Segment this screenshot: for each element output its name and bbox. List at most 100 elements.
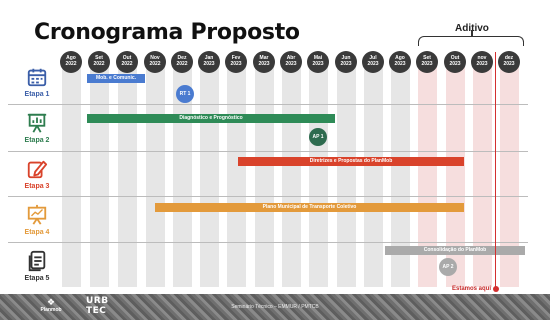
month-year: 2023 bbox=[258, 61, 270, 67]
month-column bbox=[337, 56, 356, 287]
month-name: Out bbox=[450, 55, 460, 61]
stage-3: Etapa 3 bbox=[12, 158, 62, 190]
month-name: Ago bbox=[66, 55, 76, 61]
month-column bbox=[309, 56, 328, 287]
month-name: Set bbox=[95, 55, 103, 61]
month-column bbox=[200, 56, 219, 287]
month-column-aditivo bbox=[418, 56, 437, 287]
month-column bbox=[62, 56, 81, 287]
month-year: 2023 bbox=[394, 61, 406, 67]
presentation-board-icon bbox=[27, 204, 47, 225]
month-year: 2022 bbox=[93, 61, 105, 67]
stage-label: Etapa 5 bbox=[24, 275, 50, 282]
aditivo-brace bbox=[418, 30, 524, 46]
month-column bbox=[146, 56, 165, 287]
stage-label: Etapa 1 bbox=[24, 91, 50, 98]
task-bar-plano-transporte: Plano Municipal de Transporte Coletivo bbox=[155, 203, 464, 212]
month-year: 2023 bbox=[340, 61, 352, 67]
stage-label: Etapa 3 bbox=[24, 183, 50, 190]
month-name: nov bbox=[477, 55, 487, 61]
calendar-icon bbox=[27, 68, 47, 87]
month-year: 2022 bbox=[65, 61, 77, 67]
month-column bbox=[364, 56, 383, 287]
month-name: Mar bbox=[259, 55, 269, 61]
month-name: Jan bbox=[204, 55, 214, 61]
month-name: dez bbox=[504, 55, 514, 61]
urbtec-logo: URB TEC bbox=[86, 296, 109, 316]
month-name: Fev bbox=[231, 55, 241, 61]
task-bar-diretrizes: Diretrizes e Propostas do PlanMob bbox=[238, 157, 464, 166]
month-column bbox=[282, 56, 301, 287]
month-name: Nov bbox=[150, 55, 160, 61]
month-column bbox=[255, 56, 274, 287]
month-name: Out bbox=[122, 55, 132, 61]
today-marker-label: Estamos aqui bbox=[452, 286, 492, 292]
month-column bbox=[90, 56, 109, 287]
stage-label: Etapa 2 bbox=[24, 137, 50, 144]
month-name: Set bbox=[423, 55, 431, 61]
month-year: 2023 bbox=[421, 61, 433, 67]
row-separator bbox=[8, 196, 528, 197]
month-column bbox=[118, 56, 137, 287]
month-column bbox=[391, 56, 410, 287]
page-title: Cronograma Proposto bbox=[34, 20, 300, 45]
planmob-logo-text: Planmob bbox=[40, 307, 62, 313]
row-separator bbox=[8, 104, 528, 105]
milestone-ap1: AP 1 bbox=[309, 128, 327, 146]
today-marker-line bbox=[495, 52, 496, 288]
month-column bbox=[173, 56, 192, 287]
planmob-logo-mark: ❖ bbox=[46, 297, 56, 307]
month-year: 2022 bbox=[176, 61, 188, 67]
month-year: 2023 bbox=[367, 61, 379, 67]
today-marker-dot bbox=[492, 286, 499, 292]
month-year: 2022 bbox=[121, 61, 133, 67]
task-bar-mob: Mob. e Comunic. bbox=[87, 74, 145, 83]
month-name: Ago bbox=[395, 55, 405, 61]
month-name: Abr bbox=[286, 55, 296, 61]
month-year: 2022 bbox=[149, 61, 161, 67]
month-name: Jun bbox=[341, 55, 351, 61]
month-column bbox=[227, 56, 246, 287]
month-name: Mai bbox=[313, 55, 323, 61]
month-year: 2023 bbox=[203, 61, 215, 67]
stage-1: Etapa 1 bbox=[12, 66, 62, 98]
urbtec-logo-line2: TEC bbox=[86, 306, 107, 316]
stage-label: Etapa 4 bbox=[24, 229, 50, 236]
month-year: 2023 bbox=[230, 61, 242, 67]
stage-5: Etapa 5 bbox=[12, 250, 62, 282]
month-year: 2023 bbox=[285, 61, 297, 67]
month-year: 2023 bbox=[503, 61, 515, 67]
month-name: Dez bbox=[177, 55, 187, 61]
month-column-aditivo bbox=[446, 56, 465, 287]
task-bar-consolidacao: Consolidação do PlanMob bbox=[385, 246, 525, 255]
footer-text: Seminário Técnico – EMMUR / PMTCB bbox=[231, 304, 319, 310]
row-separator bbox=[8, 151, 528, 152]
footer-band bbox=[0, 294, 550, 320]
aditivo-label: Aditivo bbox=[455, 23, 489, 34]
row-separator bbox=[8, 242, 528, 243]
presentation-chart-icon bbox=[27, 113, 47, 133]
urbtec-logo-line1: URB bbox=[86, 296, 109, 306]
task-bar-diagnostico: Diagnóstico e Prognóstico bbox=[87, 114, 335, 123]
month-year: 2023 bbox=[449, 61, 461, 67]
stage-2: Etapa 2 bbox=[12, 112, 62, 144]
month-column-aditivo bbox=[473, 56, 492, 287]
milestone-ap2: AP 2 bbox=[439, 258, 457, 276]
planmob-logo: ❖ Planmob bbox=[32, 297, 70, 317]
